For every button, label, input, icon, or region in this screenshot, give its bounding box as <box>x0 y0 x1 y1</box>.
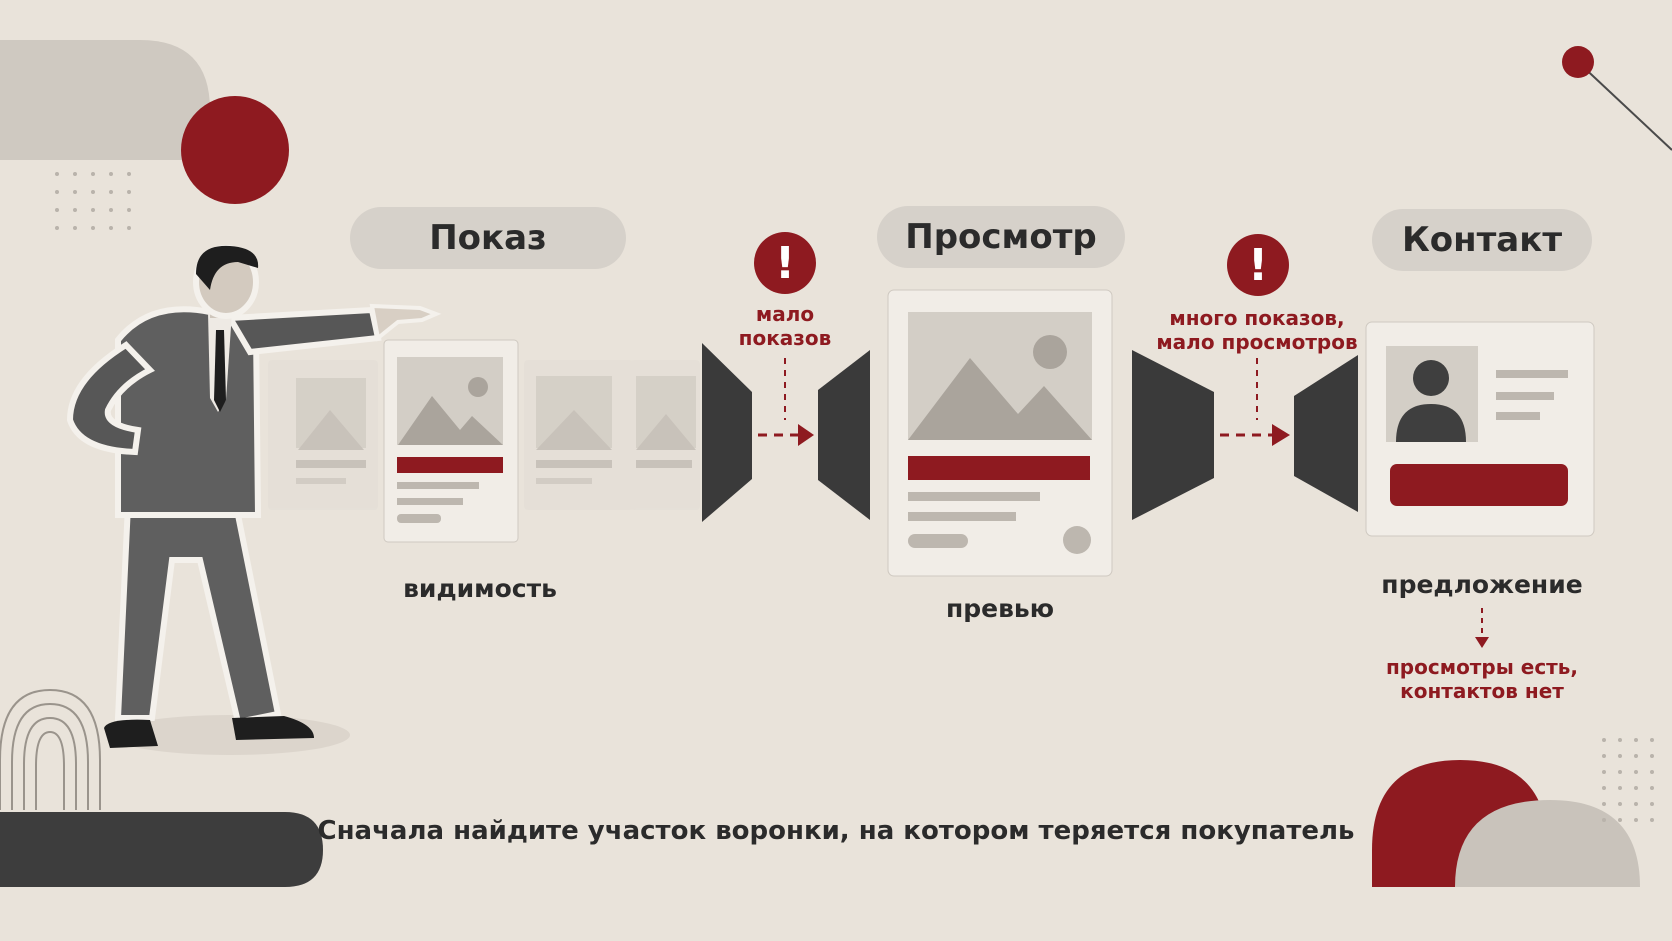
bottom-left-dark-bar <box>0 812 323 887</box>
stage-caption-contact: предложение <box>1381 570 1583 599</box>
connector-1 <box>758 358 800 437</box>
contact-note-line2: контактов нет <box>1400 679 1564 703</box>
top-left-red-circle <box>181 96 289 204</box>
stage-title-view: Просмотр <box>905 217 1097 257</box>
top-right-red-dot <box>1562 46 1594 78</box>
bottom-left-arches <box>0 688 101 810</box>
stage-title-contact: Контакт <box>1401 220 1563 260</box>
warning-icon-1: ! <box>754 232 816 294</box>
stage-caption-view: превью <box>945 594 1055 623</box>
contact-note: просмотры есть, контактов нет <box>1372 655 1592 703</box>
warning-icon-2: ! <box>1227 234 1289 296</box>
stage-pill-contact: Контакт <box>1372 209 1592 271</box>
stage-pill-view: Просмотр <box>877 206 1125 268</box>
funnel-wedge-3-in <box>1294 355 1358 512</box>
warning-note-2: много показов, мало просмотров <box>1152 306 1362 354</box>
stage-caption-show: видимость <box>403 574 557 603</box>
bottom-right-gray-shape <box>1455 800 1640 887</box>
connector-1-arrow <box>798 424 814 446</box>
man-pointing-illustration <box>66 245 442 755</box>
funnel-wedge-2-out <box>1132 350 1214 520</box>
top-left-dot-grid <box>55 172 131 230</box>
carousel-faded-cards <box>268 360 700 510</box>
stage-pill-show: Показ <box>350 207 626 269</box>
warning-note-1-line2: показов <box>738 326 832 350</box>
funnel-wedge-2-in <box>818 350 870 520</box>
warning-note-1-line1: мало <box>755 302 815 326</box>
contact-down-arrow <box>1475 637 1489 648</box>
stage3-card <box>1365 321 1595 537</box>
warning-note-1: мало показов <box>705 302 865 350</box>
top-right-line <box>1577 61 1672 151</box>
stage1-card <box>383 339 519 543</box>
bottom-right-dot-grid <box>1602 738 1654 822</box>
contact-note-line1: просмотры есть, <box>1385 655 1579 679</box>
warning-note-2-line2: мало просмотров <box>1156 330 1358 354</box>
stage2-card <box>887 289 1113 577</box>
stage-title-show: Показ <box>429 218 547 258</box>
connector-2-arrow <box>1272 424 1290 446</box>
top-left-gray-shape <box>0 40 210 160</box>
footer-text: Сначала найдите участок воронки, на кото… <box>317 816 1355 846</box>
funnel-wedge-1-out <box>702 343 752 522</box>
connector-2 <box>1220 358 1272 437</box>
warning-note-2-line1: много показов, <box>1169 306 1345 330</box>
